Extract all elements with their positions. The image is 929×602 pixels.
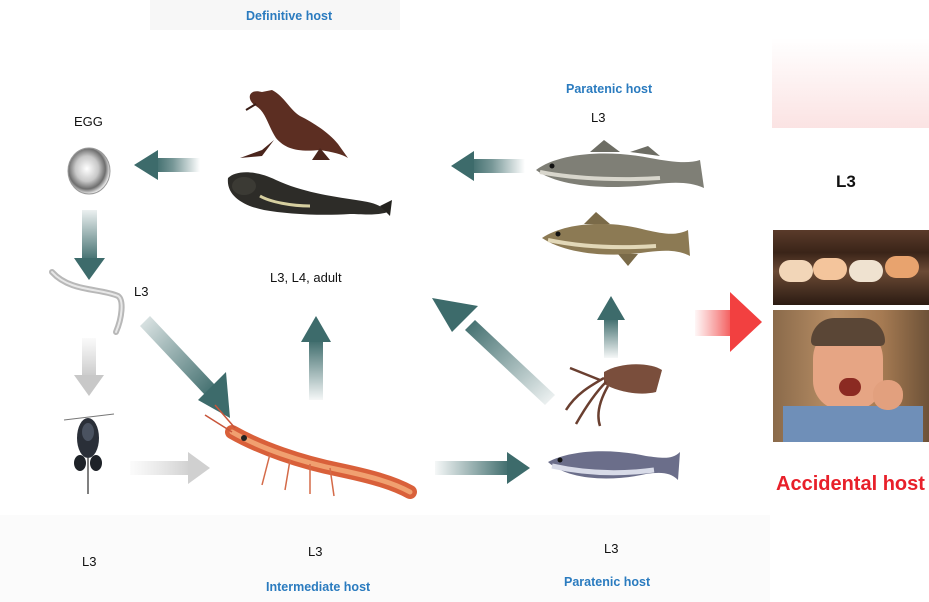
- herring-icon: [548, 451, 680, 480]
- larva-icon: [52, 272, 122, 332]
- cod-fish-2-icon: [542, 212, 690, 266]
- l3-bottom-mid-label: L3: [308, 544, 322, 559]
- arrow-squid-to-seal: [432, 298, 555, 405]
- arrow-krill-to-seal: [301, 316, 331, 400]
- l3-fish-top-label: L3: [591, 110, 605, 125]
- intermediate-host-label: Intermediate host: [266, 580, 370, 594]
- egg-icon: [68, 148, 110, 194]
- human-eating-photo: [773, 310, 929, 442]
- accidental-host-label: Accidental host: [776, 473, 925, 496]
- arrow-copepod-to-krill: [130, 452, 210, 484]
- l3-larva-label: L3: [134, 284, 148, 299]
- krill-icon: [205, 405, 410, 496]
- sea-lion-icon: [240, 90, 348, 160]
- arrow-fish-to-seal: [451, 151, 525, 181]
- paratenic-host-bottom-label: Paratenic host: [564, 575, 650, 589]
- paratenic-host-top-label: Paratenic host: [566, 82, 652, 96]
- arrow-squid-to-fish: [597, 296, 625, 358]
- squid-icon: [566, 364, 662, 426]
- arrow-larva-to-krill: [140, 316, 230, 418]
- sushi-photo: [773, 230, 929, 305]
- l3-right-label: L3: [836, 172, 856, 192]
- l3-l4-adult-label: L3, L4, adult: [270, 270, 342, 285]
- l3-bottom-left-label: L3: [82, 554, 96, 569]
- arrow-larva-to-copepod: [74, 338, 104, 396]
- l3-bottom-right-label: L3: [604, 541, 618, 556]
- arrow-to-accidental-host: [695, 292, 762, 352]
- arrow-to-egg: [134, 150, 200, 180]
- copepod-icon: [64, 414, 114, 494]
- definitive-host-label: Definitive host: [246, 9, 332, 23]
- egg-label: EGG: [74, 114, 103, 129]
- arrow-krill-to-herring: [435, 452, 530, 484]
- seal-icon: [228, 172, 392, 216]
- arrow-egg-to-larva: [74, 210, 105, 280]
- cod-fish-icon: [536, 140, 704, 188]
